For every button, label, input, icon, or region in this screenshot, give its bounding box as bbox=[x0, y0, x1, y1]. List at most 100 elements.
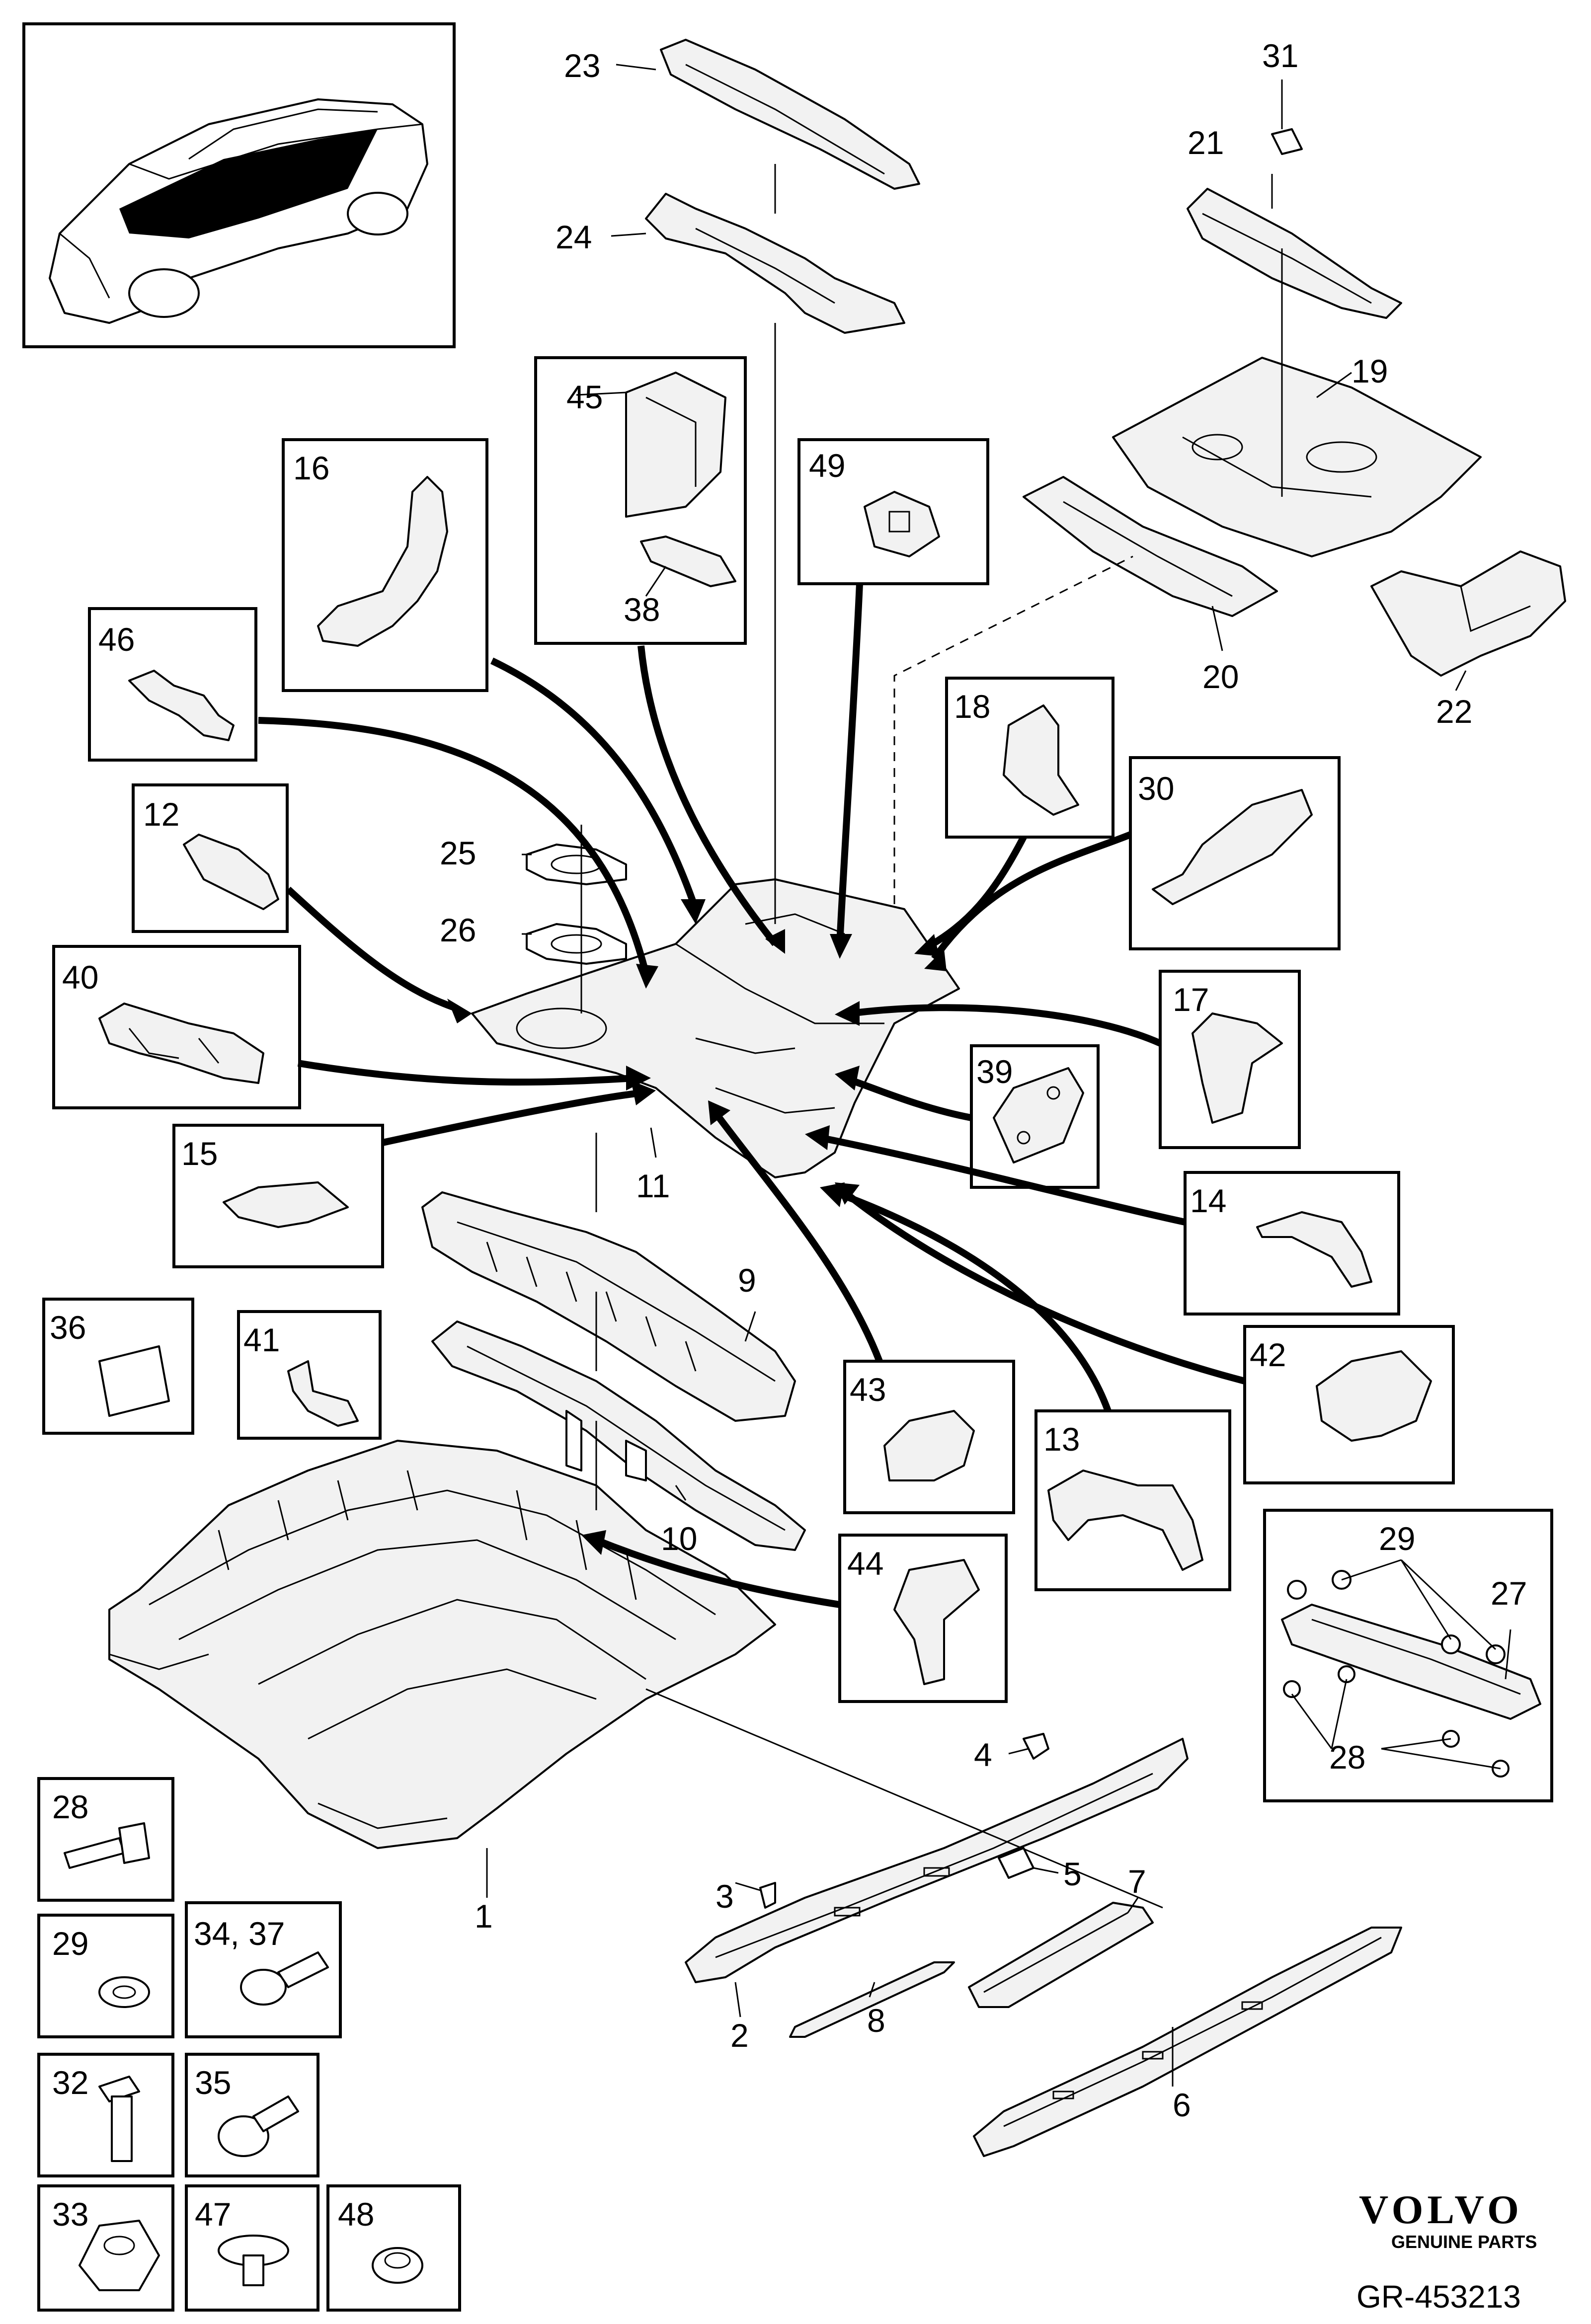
label-24: 24 bbox=[556, 219, 592, 255]
fastener-48-box bbox=[326, 2184, 461, 2312]
fastener-33-box bbox=[37, 2184, 174, 2312]
part-42-box bbox=[1243, 1325, 1455, 1484]
callout-arrows bbox=[258, 583, 1246, 1608]
part-36-box bbox=[42, 1298, 194, 1435]
label-31: 31 bbox=[1262, 37, 1298, 74]
leader-lines bbox=[486, 64, 1511, 2087]
label-25: 25 bbox=[440, 835, 476, 871]
label-27: 27 bbox=[1491, 1575, 1527, 1612]
fastener-35-box bbox=[185, 2053, 319, 2177]
label-16: 16 bbox=[293, 450, 329, 486]
label-22: 22 bbox=[1436, 693, 1472, 730]
part-45-38-box bbox=[534, 356, 747, 645]
label-6: 6 bbox=[1173, 2087, 1191, 2123]
floor-pan-center bbox=[471, 878, 960, 1178]
label-3: 3 bbox=[716, 1878, 734, 1915]
label-17: 17 bbox=[1173, 981, 1209, 1018]
label-20: 20 bbox=[1202, 658, 1239, 695]
label-29b: 29 bbox=[1379, 1520, 1415, 1557]
part-24-support bbox=[645, 193, 905, 334]
clip-4 bbox=[1023, 1733, 1049, 1760]
part-17-box bbox=[1159, 970, 1301, 1149]
label-33: 33 bbox=[52, 2196, 88, 2233]
label-1: 1 bbox=[475, 1898, 493, 1935]
gasket-25 bbox=[526, 844, 627, 885]
label-14: 14 bbox=[1190, 1182, 1226, 1219]
label-21: 21 bbox=[1188, 124, 1224, 161]
part-40-box bbox=[52, 945, 301, 1109]
fastener-47-box bbox=[185, 2184, 319, 2312]
part-49-box bbox=[797, 438, 989, 585]
part-22-bracket bbox=[1370, 550, 1566, 677]
label-18: 18 bbox=[954, 688, 990, 725]
label-23: 23 bbox=[564, 47, 600, 84]
part-14-box bbox=[1184, 1171, 1400, 1316]
brand-tagline: GENUINE PARTS bbox=[1391, 2232, 1537, 2252]
label-48: 48 bbox=[338, 2196, 374, 2233]
car-overview-thumbnail bbox=[22, 22, 456, 348]
label-10: 10 bbox=[661, 1520, 697, 1557]
fastener-32-box bbox=[37, 2053, 174, 2177]
label-39: 39 bbox=[976, 1053, 1013, 1090]
sill-outer-6 bbox=[973, 1927, 1402, 2157]
label-5: 5 bbox=[1063, 1856, 1082, 1892]
label-30: 30 bbox=[1138, 770, 1174, 807]
label-35: 35 bbox=[195, 2064, 231, 2101]
part-41-box bbox=[237, 1310, 382, 1440]
part-16-box bbox=[282, 438, 488, 692]
label-11: 11 bbox=[636, 1167, 670, 1204]
label-43: 43 bbox=[850, 1371, 886, 1408]
sill-inner-2 bbox=[685, 1738, 1189, 1983]
label-36: 36 bbox=[50, 1309, 86, 1346]
rear-floor-panel bbox=[1112, 357, 1482, 557]
tunnel-9 bbox=[421, 1191, 796, 1422]
label-9: 9 bbox=[738, 1262, 756, 1299]
label-42: 42 bbox=[1250, 1336, 1286, 1373]
part-39-box bbox=[970, 1044, 1100, 1189]
label-2: 2 bbox=[730, 2017, 749, 2054]
label-13: 13 bbox=[1043, 1421, 1080, 1458]
label-7: 7 bbox=[1128, 1863, 1146, 1900]
label-12: 12 bbox=[143, 796, 179, 833]
part-27-box bbox=[1263, 1509, 1553, 1802]
brand-block: VOLVO GENUINE PARTS GR-453213 bbox=[1356, 2187, 1537, 2315]
part-30-box bbox=[1129, 756, 1341, 950]
label-4: 4 bbox=[974, 1736, 992, 1773]
label-15: 15 bbox=[181, 1135, 218, 1172]
label-44: 44 bbox=[847, 1545, 883, 1582]
part-43-box bbox=[843, 1360, 1015, 1514]
label-49: 49 bbox=[809, 447, 845, 484]
label-34-37: 34, 37 bbox=[194, 1915, 285, 1952]
label-8: 8 bbox=[867, 2002, 885, 2039]
brand-name: VOLVO bbox=[1359, 2187, 1523, 2232]
label-29: 29 bbox=[52, 1925, 88, 1962]
diagram-reference: GR-453213 bbox=[1356, 2279, 1521, 2315]
clip-3 bbox=[759, 1882, 776, 1909]
clip-31 bbox=[1271, 128, 1303, 155]
dashed-guide bbox=[893, 555, 1133, 904]
arrowheads bbox=[447, 899, 947, 1555]
label-46: 46 bbox=[98, 621, 135, 658]
label-28b: 28 bbox=[1329, 1739, 1365, 1776]
label-28: 28 bbox=[52, 1788, 88, 1825]
label-19: 19 bbox=[1352, 353, 1388, 389]
part-12-box bbox=[132, 783, 289, 933]
label-45: 45 bbox=[566, 379, 603, 415]
label-38: 38 bbox=[624, 591, 660, 628]
sill-reinforcement-7 bbox=[968, 1902, 1154, 2008]
part-46-box bbox=[88, 607, 257, 762]
label-47: 47 bbox=[195, 2196, 231, 2233]
part-18-box bbox=[945, 677, 1114, 839]
sill-strip-8 bbox=[789, 1961, 955, 2038]
tunnel-10 bbox=[431, 1320, 806, 1551]
fastener-29-box bbox=[37, 1914, 174, 2038]
label-32: 32 bbox=[52, 2064, 88, 2101]
part-13-box bbox=[1034, 1409, 1231, 1591]
fastener-34-37-box bbox=[185, 1901, 342, 2038]
part-23-reinforcement bbox=[660, 39, 920, 190]
rear-cross-member bbox=[1023, 476, 1278, 617]
part-44-box bbox=[838, 1534, 1008, 1703]
floor-assembly-1 bbox=[108, 1440, 776, 1849]
label-26: 26 bbox=[440, 912, 476, 948]
